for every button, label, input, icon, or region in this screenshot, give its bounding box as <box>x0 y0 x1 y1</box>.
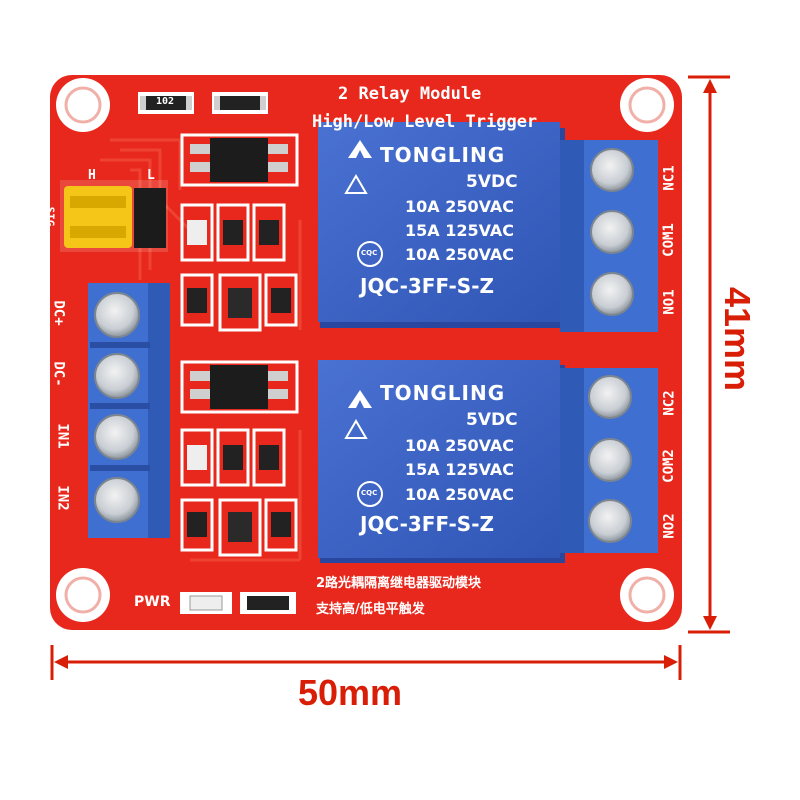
height-dimension-line <box>688 75 730 634</box>
output-label-com1: COM1 <box>660 223 677 257</box>
input-screw-3[interactable] <box>94 414 140 460</box>
output-label-nc1: NC1 <box>661 165 678 191</box>
smd-components-ch1 <box>180 203 298 332</box>
cqc-mark-icon <box>357 241 383 267</box>
relay-2-model: JQC-3FF-S-Z <box>360 512 495 536</box>
tongling-logo-icon <box>348 140 372 158</box>
input-screw-4[interactable] <box>94 477 140 523</box>
jumper-label-low: L <box>147 168 155 183</box>
relay-2 <box>318 360 565 563</box>
input-screw-2[interactable] <box>94 353 140 399</box>
optocoupler-2 <box>180 360 299 414</box>
height-dimension-label: 41mm <box>717 286 759 392</box>
smd-bodies-ch1 <box>187 220 291 318</box>
smd-components-ch2 <box>180 428 298 557</box>
relay-2-rating1: 10A 250VAC <box>405 436 515 455</box>
output-label-nc2: NC2 <box>661 390 678 416</box>
resistor-code-1: 102 <box>156 96 175 107</box>
relay-1-rating1: 10A 250VAC <box>405 197 515 216</box>
width-dimension-line <box>50 645 682 680</box>
mounting-hole-bl <box>56 568 110 622</box>
output-screw-no2[interactable] <box>588 499 632 543</box>
relay-1-brand: TONGLING <box>380 143 506 167</box>
output-label-no1: NO1 <box>661 289 678 315</box>
output-screw-nc1[interactable] <box>590 148 634 192</box>
relay-1-rating3: 10A 250VAC <box>405 245 515 264</box>
jumper-header[interactable] <box>60 180 168 252</box>
relay-1-voltage: 5VDC <box>466 172 518 192</box>
optocoupler-1 <box>180 133 299 187</box>
warning-triangle-icon <box>344 419 368 439</box>
width-dimension-label: 50mm <box>298 672 403 713</box>
warning-triangle-icon <box>344 174 368 194</box>
mounting-hole-br <box>620 568 674 622</box>
relay-1 <box>318 122 565 328</box>
relay-1-rating2: 15A 125VAC <box>405 221 515 240</box>
pwr-resistor <box>240 592 296 614</box>
mounting-hole-tl <box>56 78 110 132</box>
output-label-com2: COM2 <box>660 449 677 483</box>
relay-2-cqc: CQC <box>361 489 378 497</box>
smd-resistor-top-1 <box>138 92 194 114</box>
relay-2-rating3: 10A 250VAC <box>405 485 515 504</box>
mounting-hole-tr <box>620 78 674 132</box>
input-label-dcminus: DC- <box>50 361 67 387</box>
output-screw-com1[interactable] <box>590 210 634 254</box>
smd-bodies-ch2 <box>187 445 291 542</box>
board-chinese-line2: 支持高/低电平触发 <box>316 602 425 617</box>
board-title: 2 Relay Module <box>338 84 482 104</box>
input-label-in2: IN2 <box>54 485 71 511</box>
relay-1-cqc: CQC <box>361 249 378 257</box>
tongling-logo-icon <box>348 390 372 408</box>
relay-1-model: JQC-3FF-S-Z <box>360 274 495 298</box>
output-screw-nc2[interactable] <box>588 375 632 419</box>
board-chinese-line1: 2路光耦隔离继电器驱动模块 <box>316 576 482 591</box>
relay-2-brand: TONGLING <box>380 381 506 405</box>
board-subtitle: High/Low Level Trigger <box>312 112 538 132</box>
pwr-label: PWR <box>134 594 171 610</box>
input-label-in1: IN1 <box>54 423 71 449</box>
input-screw-1[interactable] <box>94 292 140 338</box>
output-label-no2: NO2 <box>661 513 678 539</box>
pwr-led <box>180 592 232 614</box>
jumper-label-high: H <box>88 168 96 183</box>
relay-2-voltage: 5VDC <box>466 410 518 430</box>
jumper-label-sig: SIG <box>43 206 57 227</box>
smd-resistor-top-2 <box>212 92 268 114</box>
relay-2-rating2: 15A 125VAC <box>405 460 515 479</box>
output-screw-com2[interactable] <box>588 438 632 482</box>
output-screw-no1[interactable] <box>590 272 634 316</box>
input-label-dcplus: DC+ <box>50 300 67 326</box>
cqc-mark-icon <box>357 481 383 507</box>
